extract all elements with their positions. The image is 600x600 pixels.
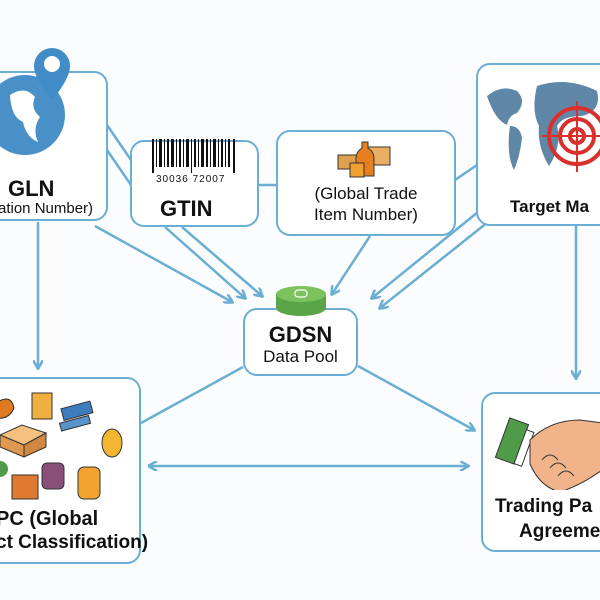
gpc-line2: ct Classification): [0, 532, 149, 553]
products-icon: [337, 141, 391, 178]
gdsn-title: GDSN: [268, 322, 333, 347]
gln-title: GLN: [8, 176, 55, 201]
gtin-to-gdsn-arrow-2: [181, 226, 262, 296]
gln-to-gdsn-arrow: [94, 224, 232, 302]
database-icon: [276, 286, 326, 316]
desc-to-gdsn-arrow: [332, 235, 372, 294]
gln-subtitle: ation Number): [0, 200, 94, 217]
target-to-gdsn-arrow-2: [380, 221, 489, 308]
globe-pin-icon: [0, 48, 70, 155]
target-market-title: Target Ma: [510, 197, 590, 216]
gdsn-subtitle: Data Pool: [263, 347, 338, 366]
handshake-icon: [494, 417, 600, 490]
trading-line1: Trading Pa: [495, 496, 593, 517]
desc-target-connector: [454, 163, 478, 182]
gdsn-node[interactable]: [243, 308, 358, 376]
gdsn-to-trading-arrow: [357, 364, 474, 430]
gtin-title: GTIN: [160, 196, 213, 221]
gtin-description-line2: Item Number): [314, 205, 418, 224]
target-to-gdsn-arrow: [372, 211, 479, 298]
barcode-digits: 30036 72007: [156, 174, 226, 185]
gdsn-gpc-connector: [140, 365, 244, 425]
gtin-to-gdsn-arrow: [164, 226, 245, 298]
product-assortment-icon: [0, 392, 123, 500]
gpc-line1: PC (Global: [0, 508, 99, 530]
trading-line2: Agreeme: [519, 521, 600, 542]
gtin-description-line1: (Global Trade: [314, 184, 418, 203]
gln-gtin-connector: [105, 124, 133, 161]
barcode-icon: [152, 139, 235, 173]
gln-gtin-connector-2: [105, 149, 133, 186]
world-target-icon: [487, 82, 600, 172]
